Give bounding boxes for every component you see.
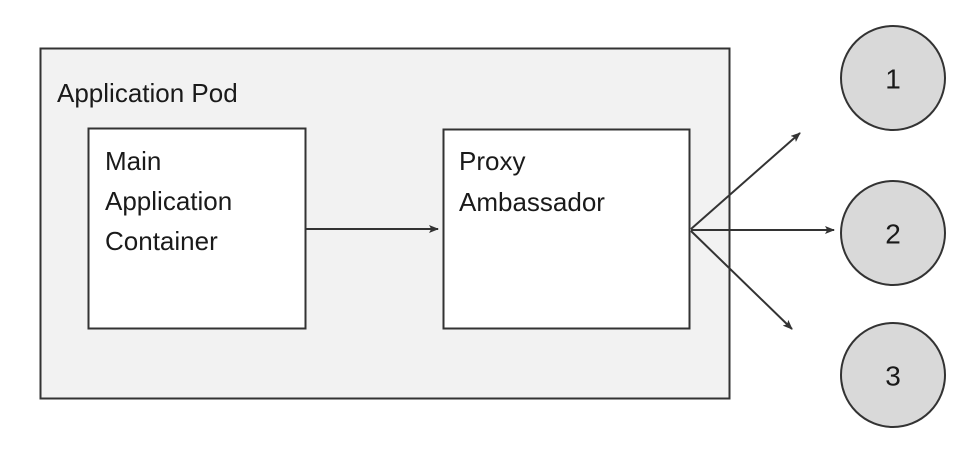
main-application-container-line-1: Main: [105, 146, 161, 176]
main-application-container-line-2: Application: [105, 186, 232, 216]
endpoint-2-circle: [840, 180, 946, 286]
endpoint-1-label: 1: [885, 64, 901, 95]
proxy-ambassador-container-line-2: Ambassador: [459, 187, 605, 217]
proxy-ambassador-container: Proxy Ambassador: [442, 128, 691, 330]
main-application-container: Main Application Container: [87, 127, 307, 330]
main-application-container-line-3: Container: [105, 226, 218, 256]
endpoint-2: 2: [840, 180, 946, 286]
endpoint-3: 3: [840, 322, 946, 428]
proxy-to-endpoint-3-arrow: [690, 230, 793, 330]
endpoint-1: 1: [840, 25, 946, 131]
endpoint-2-label: 2: [885, 219, 901, 250]
application-pod-label: Application Pod: [57, 78, 238, 108]
proxy-ambassador-container-box: [442, 128, 691, 330]
endpoint-3-circle: [840, 322, 946, 428]
proxy-ambassador-container-line-1: Proxy: [459, 146, 525, 176]
endpoint-1-circle: [840, 25, 946, 131]
endpoint-3-label: 3: [885, 361, 901, 392]
proxy-to-endpoint-1-arrow: [690, 132, 801, 230]
main-application-container-box: [87, 127, 307, 330]
